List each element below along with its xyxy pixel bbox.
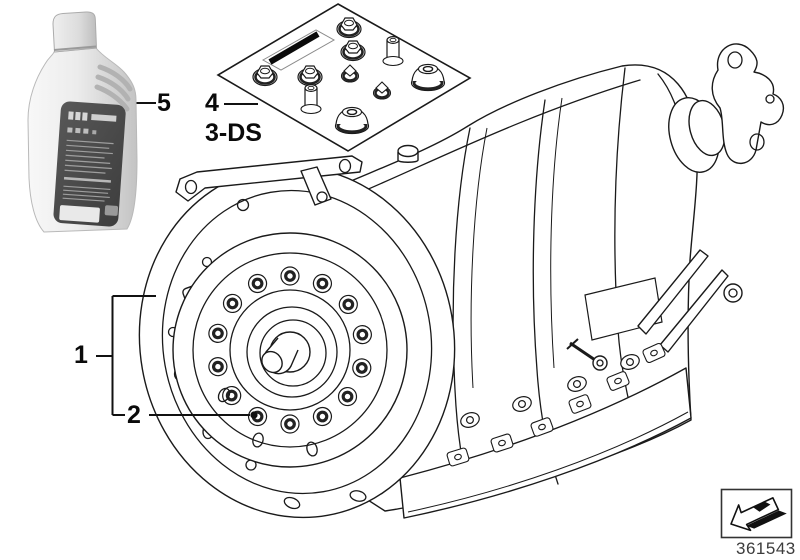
automatic-transmission[interactable]	[112, 43, 785, 543]
hardware-kit[interactable]	[216, 3, 472, 152]
bottle-cap	[52, 11, 98, 53]
output-flange	[668, 43, 785, 173]
callout-bracket-1	[96, 295, 156, 416]
callout-label-3ds[interactable]: 3-DS	[205, 119, 262, 147]
bottle-label	[53, 101, 126, 227]
callout-label-5[interactable]: 5	[157, 89, 171, 117]
torque-converter[interactable]	[172, 232, 408, 468]
callout-label-1[interactable]: 1	[74, 341, 88, 369]
nav-arrow-box[interactable]	[720, 488, 793, 539]
oil-bottle[interactable]	[27, 11, 138, 233]
part-number: 361543	[736, 539, 796, 558]
breather-cap	[397, 144, 419, 163]
converter-hub	[261, 331, 311, 375]
callout-dot-2	[250, 411, 258, 419]
callout-lines	[96, 102, 258, 419]
callout-label-4[interactable]: 4	[205, 89, 219, 117]
callout-label-2[interactable]: 2	[127, 401, 141, 429]
arrow-down-left-icon	[730, 497, 787, 532]
gasket-strip	[261, 29, 336, 71]
selector-shaft	[566, 338, 608, 371]
oil-pan	[399, 341, 692, 519]
lifting-bracket	[175, 155, 363, 206]
